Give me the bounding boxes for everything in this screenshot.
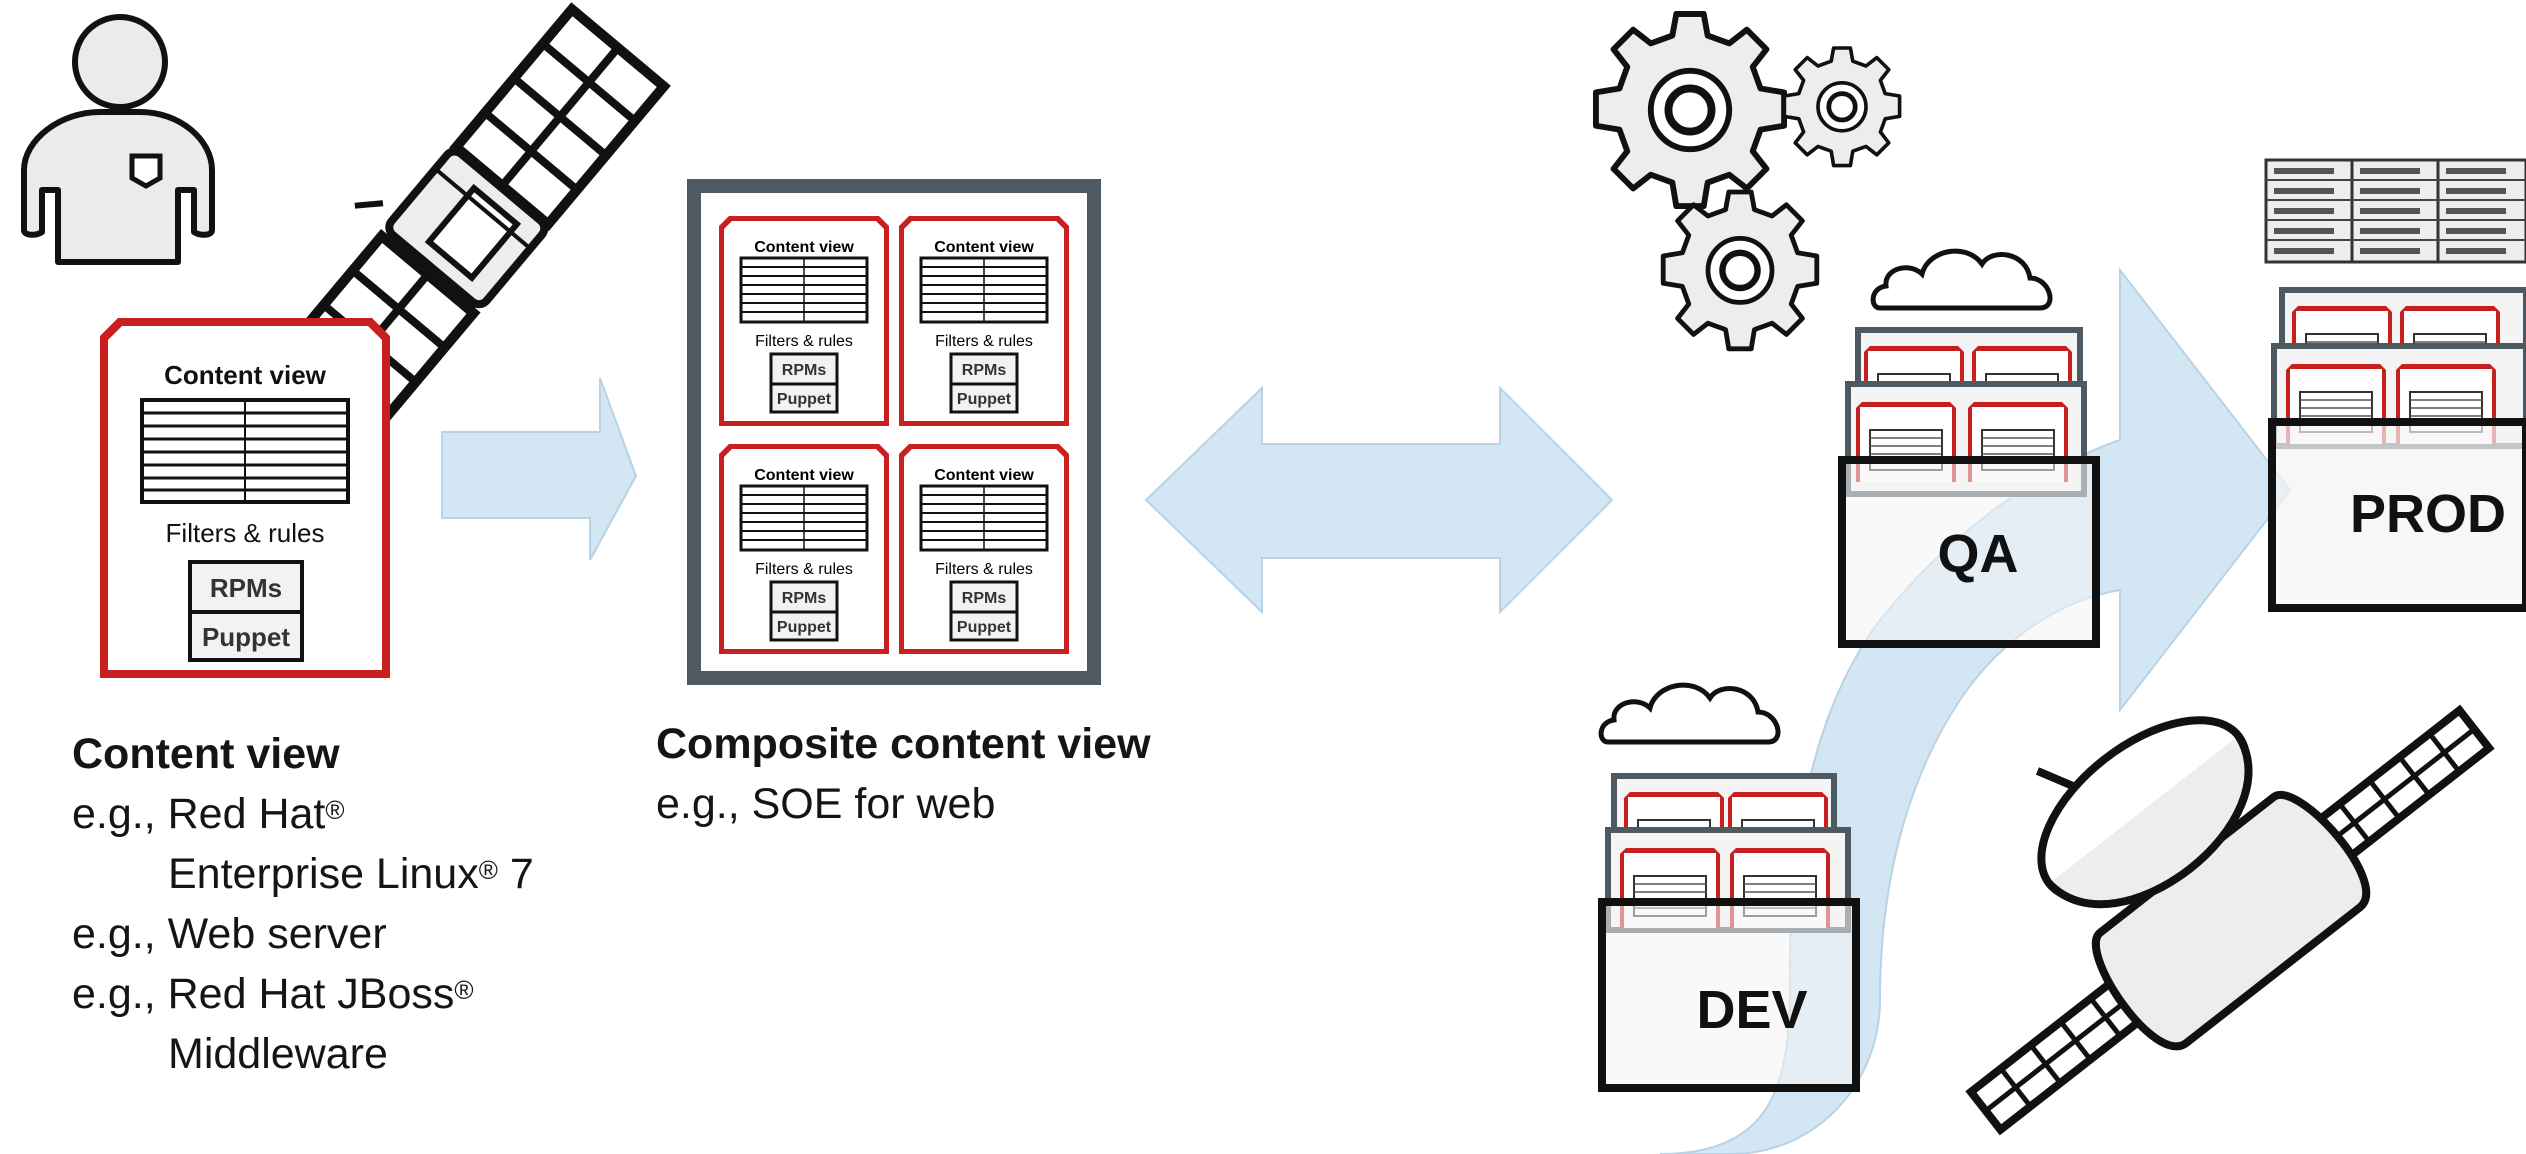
svg-text:Puppet: Puppet — [957, 619, 1012, 636]
flow-arrow-right — [441, 377, 638, 561]
svg-text:Content view: Content view — [934, 239, 1034, 256]
cloud-icon — [1873, 251, 2050, 308]
content-view-heading: Content view — [72, 730, 340, 778]
card-rpms: RPMs — [210, 573, 282, 603]
content-view-card: Content view Filters & rules RPMs Puppet — [98, 316, 392, 680]
composite-line-1: e.g., SOE for web — [656, 780, 996, 828]
svg-text:RPMs: RPMs — [782, 590, 827, 607]
gears-icon — [1596, 14, 1900, 349]
composite-card-4: Content view Filters & rules RPMs Puppet — [897, 442, 1071, 656]
user-icon — [21, 14, 215, 265]
card-filters: Filters & rules — [166, 518, 325, 548]
composite-card-2: Content view Filters & rules RPMs Puppet — [897, 214, 1071, 428]
server-rack-icon — [2264, 158, 2526, 264]
svg-text:RPMs: RPMs — [962, 590, 1007, 607]
svg-text:RPMs: RPMs — [782, 362, 827, 379]
composite-card-3: Content view Filters & rules RPMs Puppet — [717, 442, 891, 656]
composite-card-1: Content view Filters & rules RPMs Puppet — [717, 214, 891, 428]
content-view-caption: Content view e.g., Red Hat® Enterprise L… — [72, 724, 534, 1084]
svg-text:Filters & rules: Filters & rules — [935, 333, 1033, 350]
env-qa-label: QA — [1938, 524, 2019, 584]
composite-caption: Composite content view e.g., SOE for web — [656, 714, 1151, 834]
svg-text:Puppet: Puppet — [777, 391, 832, 408]
env-dev: DEV — [1598, 773, 1860, 1092]
caption-line-4: e.g., Red Hat JBoss® — [72, 970, 474, 1018]
svg-text:Puppet: Puppet — [777, 619, 832, 636]
svg-text:Filters & rules: Filters & rules — [935, 561, 1033, 578]
caption-line-2: Enterprise Linux® 7 — [168, 850, 534, 898]
svg-text:Content view: Content view — [754, 239, 854, 256]
double-arrow — [1144, 385, 1614, 615]
caption-line-1: e.g., Red Hat® — [72, 790, 345, 838]
env-prod: PROD — [2268, 287, 2526, 612]
env-qa: QA — [1838, 327, 2100, 648]
env-prod-label: PROD — [2350, 484, 2506, 544]
caption-line-5: Middleware — [168, 1030, 388, 1078]
svg-text:Content view: Content view — [754, 467, 854, 484]
composite-content-view: Content view Filters & rules RPMs Puppet… — [687, 179, 1101, 685]
svg-text:RPMs: RPMs — [962, 362, 1007, 379]
svg-text:Content view: Content view — [934, 467, 1034, 484]
card-title: Content view — [164, 360, 327, 390]
env-dev-label: DEV — [1696, 980, 1807, 1040]
satellite-dish-icon — [1965, 704, 2495, 1136]
svg-text:Filters & rules: Filters & rules — [755, 561, 853, 578]
composite-heading: Composite content view — [656, 720, 1151, 768]
svg-text:Filters & rules: Filters & rules — [755, 333, 853, 350]
caption-line-3: e.g., Web server — [72, 910, 387, 958]
svg-text:Puppet: Puppet — [957, 391, 1012, 408]
cloud-icon — [1601, 685, 1778, 742]
card-puppet: Puppet — [202, 622, 290, 652]
